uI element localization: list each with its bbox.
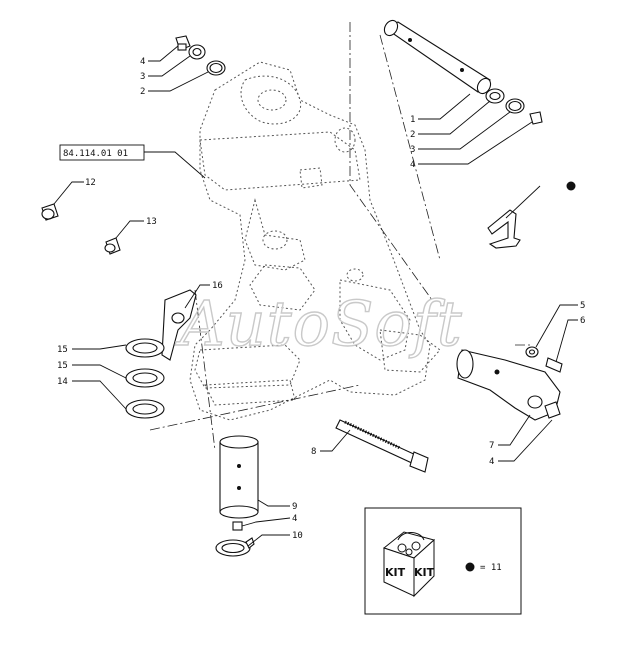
swivel-arm: 5 6 7 4 — [456, 301, 585, 467]
reference-code: 84.114.01 01 — [63, 149, 128, 159]
reference-box: 84.114.01 01 — [59, 144, 206, 179]
label-4-lower: 4 — [292, 514, 297, 524]
top-left-parts: 4 3 2 — [140, 35, 226, 97]
label-6: 6 — [580, 316, 585, 326]
label-2-top-left: 2 — [140, 87, 145, 97]
shim-stack: 16 15 15 14 — [57, 281, 223, 419]
label-7: 7 — [489, 441, 494, 451]
label-4-top-right: 4 — [410, 160, 415, 170]
label-4-right: 4 — [489, 457, 494, 467]
center-axes — [149, 22, 531, 451]
label-3-top-right: 3 — [410, 145, 415, 155]
label-15-lower: 15 — [57, 361, 68, 371]
label-5: 5 — [580, 301, 585, 311]
plug-parts: 12 13 — [41, 178, 157, 255]
label-13: 13 — [146, 217, 157, 227]
label-9: 9 — [292, 502, 297, 512]
label-15-upper: 15 — [57, 345, 68, 355]
label-14: 14 — [57, 377, 68, 387]
kit-legend: KIT KIT = 11 — [364, 507, 522, 615]
bullet-marker — [566, 181, 576, 191]
kit-note: = 11 — [480, 563, 502, 573]
label-4-top-left: 4 — [140, 57, 145, 67]
label-10: 10 — [292, 531, 303, 541]
kit-bullet — [465, 562, 475, 572]
label-2-top-right: 2 — [410, 130, 415, 140]
lower-pin-assembly: 9 4 10 — [215, 435, 303, 557]
phantom-housing — [189, 61, 441, 421]
kit-label-right: KIT — [414, 566, 435, 579]
label-3-top-left: 3 — [140, 72, 145, 82]
label-1-top-right: 1 — [410, 115, 415, 125]
bracket-part — [487, 181, 576, 249]
kit-label-left: KIT — [385, 566, 406, 579]
label-16: 16 — [212, 281, 223, 291]
label-8: 8 — [311, 447, 316, 457]
label-12: 12 — [85, 178, 96, 188]
watermark-text: AutoSoft — [175, 287, 463, 360]
top-right-pin-assembly: 1 2 3 4 — [383, 19, 543, 170]
long-bolt: 8 — [311, 419, 429, 473]
